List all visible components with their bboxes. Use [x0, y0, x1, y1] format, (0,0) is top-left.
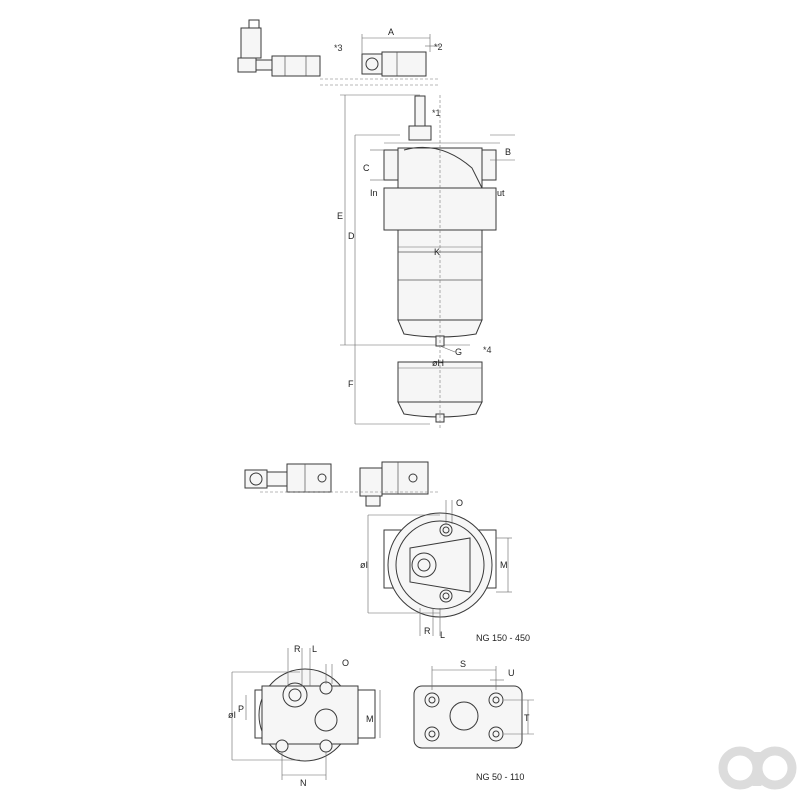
- dim-t: T: [524, 713, 530, 723]
- top-view-ng150-450: øI M O R L NG 150 - 450: [360, 498, 530, 643]
- dim-h: øH: [432, 358, 444, 368]
- top-view-ng50-110: øI P M R L O N: [228, 644, 381, 788]
- indicator-variant-2: A *2: [361, 27, 443, 77]
- dim-l-small: L: [312, 644, 317, 654]
- caption-ng50-110: NG 50 - 110: [476, 772, 524, 782]
- dim-m-small: M: [366, 714, 374, 724]
- note-2: *2: [434, 42, 443, 52]
- dim-p: P: [238, 704, 244, 714]
- dim-e: E: [337, 211, 343, 221]
- note-1: *1: [432, 108, 441, 118]
- note-4: *4: [483, 345, 492, 355]
- dim-m: M: [500, 560, 508, 570]
- dim-d: D: [348, 231, 355, 241]
- indicator-variant-mid-left: [244, 463, 332, 493]
- dim-i-small: øI: [228, 710, 236, 720]
- dim-r-small: R: [294, 644, 301, 654]
- dim-c: C: [363, 163, 370, 173]
- dim-f: F: [348, 379, 354, 389]
- dim-k: K: [434, 247, 440, 257]
- port-out-label: Out: [490, 188, 505, 198]
- indicator-variant-mid-right: [359, 461, 429, 507]
- dim-i: øI: [360, 560, 368, 570]
- dim-a: A: [388, 27, 394, 37]
- note-3: *3: [334, 43, 343, 53]
- dim-s: S: [460, 659, 466, 669]
- flange-ng50-110: S U T NG 50 - 110: [413, 659, 534, 782]
- port-in-label: In: [370, 188, 378, 198]
- dim-u: U: [508, 668, 515, 678]
- indicator-variant-3: *3: [237, 19, 343, 77]
- ao-logo-icon: [718, 746, 797, 790]
- dim-b: B: [505, 147, 511, 157]
- filter-side-view: E D F *1 B C In Out K G *4: [337, 94, 515, 430]
- dim-n: N: [300, 778, 307, 788]
- dim-l: L: [440, 630, 445, 640]
- dim-o-small: O: [342, 658, 349, 668]
- caption-ng150-450: NG 150 - 450: [476, 633, 530, 643]
- dim-g: G: [455, 347, 462, 357]
- dim-r: R: [424, 626, 431, 636]
- dim-o: O: [456, 498, 463, 508]
